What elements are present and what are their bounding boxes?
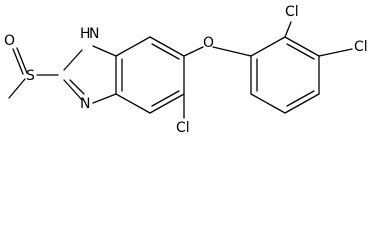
bond-c7-c6-inner <box>151 43 180 60</box>
atom-nh-n: N <box>89 26 99 42</box>
atom-cl-3: Cl <box>354 39 368 55</box>
bond-s-o-b <box>16 47 28 74</box>
bond-c5p-c6p <box>250 93 286 114</box>
bond-c3p-cl <box>318 48 353 57</box>
bond-c2p-c3p <box>284 36 320 57</box>
atom-o-ether: O <box>203 35 214 51</box>
bond-c2p-cl <box>284 21 292 38</box>
atom-s-sulfinyl: S <box>26 68 35 84</box>
bond-s-methyl <box>8 78 26 99</box>
bond-c5-c4-inner <box>151 90 180 107</box>
bond-c2p-c3p-inner <box>286 43 315 60</box>
bond-c4-c3a <box>115 93 151 114</box>
bond-c4p-c5p-inner <box>286 90 315 107</box>
bond-c7a-c7 <box>115 36 151 57</box>
bond-n3-c3a <box>92 93 117 104</box>
chemical-structure: O S H N N Cl O Cl Cl <box>4 4 368 136</box>
atom-cl-2: Cl <box>285 4 299 20</box>
bond-n1-c7a <box>92 45 117 57</box>
bond-o-c1p <box>212 46 252 57</box>
bonds <box>8 21 353 119</box>
atom-nh-h: H <box>80 26 91 42</box>
bond-c7-c6 <box>149 36 185 57</box>
atom-labels: O S H N N Cl O Cl Cl <box>4 4 368 136</box>
atom-cl-ring: Cl <box>176 120 190 136</box>
bond-c1p-c2p <box>250 36 286 57</box>
bond-c2-n3 <box>63 79 83 101</box>
bond-c5-c4 <box>149 93 185 114</box>
bond-c6-o <box>183 46 204 57</box>
atom-o-sulfinyl: O <box>4 33 15 49</box>
atom-n-imine: N <box>80 96 90 112</box>
bond-s-o-a <box>12 48 24 75</box>
bond-c2-n1 <box>63 49 83 71</box>
bond-c4p-c5p <box>284 93 320 114</box>
bond-c2-n3-inner <box>69 79 85 95</box>
